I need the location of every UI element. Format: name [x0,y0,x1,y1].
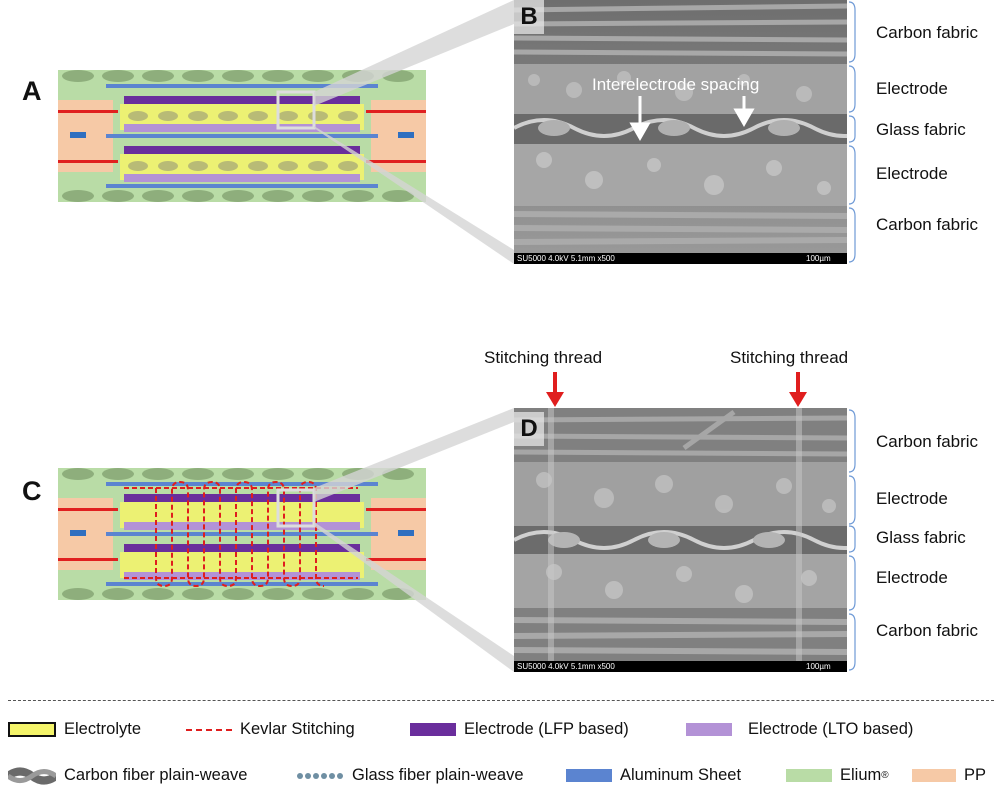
label-b-electrode-bottom: Electrode [876,164,948,183]
panel-letter-b: B [514,0,544,34]
label-d-electrode-bottom: Electrode [876,568,948,587]
label-b-electrode-top: Electrode [876,79,948,98]
braces-b [848,1,856,263]
label-b-carbon-top: Carbon fabric [876,23,979,42]
legend-carbon-label: Carbon fiber plain-weave [64,766,248,784]
label-d-electrode-top: Electrode [876,489,948,508]
lfp-swatch [410,723,456,736]
interelectrode-spacing-label: Interelectrode spacing [592,75,760,94]
laminate-schematic-a [58,70,426,202]
legend-electrolyte: Electrolyte [8,720,141,739]
panel-letter-a: A [22,76,42,106]
scale-value-b: 100µm [806,254,831,263]
pp-swatch [912,769,956,782]
stitch-arrow-left-icon [546,372,564,407]
legend-electrolyte-label: Electrolyte [64,720,142,738]
kevlar-dash-swatch [186,728,232,731]
legend-glass: Glass fiber plain-weave [296,766,524,785]
legend-elium-registered: ® [881,770,889,781]
legend-glass-label: Glass fiber plain-weave [352,766,524,784]
sem-info-d: SU5000 4.0kV 5.1mm x500 [517,662,615,671]
label-d-carbon-bottom: Carbon fabric [876,621,979,640]
legend-carbon: Carbon fiber plain-weave [8,766,247,785]
scale-value-d: 100µm [806,662,831,671]
sem-info-bar-d: SU5000 4.0kV 5.1mm x500 100µm [514,661,847,672]
label-b-glass: Glass fabric [876,120,966,139]
legend-elium: Elium® [786,766,889,785]
elium-swatch [786,769,832,782]
legend-lto: Electrode (LTO based) [686,720,913,739]
legend: Electrolyte Kevlar Stitching Electrode (… [0,708,1000,790]
sem-info-bar-b: SU5000 4.0kV 5.1mm x500 100µm [514,253,847,264]
carbon-weave-icon [8,767,56,784]
legend-lfp-label: Electrode (LFP based) [464,720,629,738]
legend-lto-label: Electrode (LTO based) [748,720,914,738]
sem-image-d: D SU5000 4.0kV 5.1mm x500 100µm [514,408,847,672]
panel-letter-d: D [514,412,544,446]
legend-divider [8,700,994,701]
glass-weave-icon [297,772,343,779]
stitch-arrow-right-icon [789,372,807,407]
label-d-glass: Glass fabric [876,528,966,547]
legend-elium-label: Elium [840,766,882,784]
panel-letter-c: C [22,476,42,506]
lto-swatch [686,723,732,736]
electrolyte-swatch [8,722,56,737]
legend-aluminum-label: Aluminum Sheet [620,766,742,784]
legend-pp: PP [912,766,986,785]
label-d-carbon-top: Carbon fabric [876,432,979,451]
sem-info-b: SU5000 4.0kV 5.1mm x500 [517,254,615,263]
aluminum-swatch [566,769,612,782]
legend-kevlar: Kevlar Stitching [186,720,355,739]
label-b-carbon-bottom: Carbon fabric [876,215,979,234]
legend-pp-label: PP [964,766,987,784]
laminate-schematic-c [58,468,426,600]
legend-kevlar-label: Kevlar Stitching [240,720,355,738]
legend-lfp: Electrode (LFP based) [410,720,629,739]
zoom-lines-ab [314,0,514,264]
zoom-lines-cd [314,408,514,672]
braces-d [848,409,856,671]
sem-image-b: B Interelectrode spacing SU5000 4.0kV 5.… [514,0,847,264]
legend-aluminum: Aluminum Sheet [566,766,741,785]
stitching-thread-label-left: Stitching thread [484,348,603,367]
stitching-thread-label-right: Stitching thread [730,348,849,367]
